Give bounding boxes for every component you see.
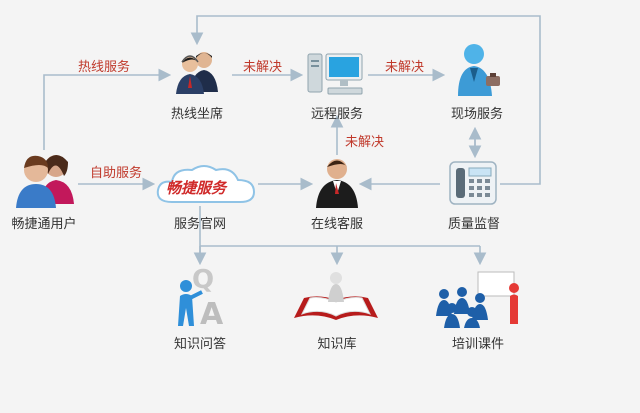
edge-label-self-service: 自助服务 bbox=[90, 166, 143, 181]
node-knowledge-base: 知识库 bbox=[317, 337, 357, 352]
onsite-engineer-icon bbox=[458, 44, 500, 96]
edge-user-hotline bbox=[43, 68, 172, 150]
support-agent-icon bbox=[316, 159, 358, 208]
edge-quality-loop bbox=[190, 15, 541, 185]
edge-label-unresolved-2: 未解决 bbox=[385, 60, 425, 75]
node-service-site: 服务官网 bbox=[173, 217, 227, 232]
service-logo-text: 畅捷服务 bbox=[166, 179, 227, 197]
cloud-logo-icon bbox=[156, 165, 256, 203]
users-icon bbox=[16, 155, 74, 208]
node-training-courseware: 培训课件 bbox=[451, 337, 505, 352]
node-remote-service: 远程服务 bbox=[310, 107, 364, 122]
training-class-icon bbox=[436, 271, 519, 328]
edge-label-unresolved-1: 未解决 bbox=[243, 60, 283, 75]
svg-text:A: A bbox=[200, 297, 224, 328]
node-onsite-service: 现场服务 bbox=[450, 107, 504, 122]
open-book-icon bbox=[294, 272, 378, 320]
node-quality-supervision: 质量监督 bbox=[447, 217, 501, 232]
edge-label-unresolved-3: 未解决 bbox=[345, 135, 385, 150]
node-user: 畅捷通用户 bbox=[11, 217, 77, 232]
computer-icon bbox=[307, 53, 363, 95]
call-center-agents-icon bbox=[176, 52, 218, 94]
node-knowledge-qa: 知识问答 bbox=[173, 337, 227, 352]
node-online-support: 在线客服 bbox=[310, 217, 364, 232]
svg-text:Q: Q bbox=[192, 265, 214, 295]
qa-figure-icon: Q A bbox=[178, 265, 224, 328]
edge-label-hotline: 热线服务 bbox=[78, 60, 131, 75]
telephone-icon bbox=[449, 161, 497, 205]
node-hotline-seat: 热线坐席 bbox=[170, 107, 224, 122]
